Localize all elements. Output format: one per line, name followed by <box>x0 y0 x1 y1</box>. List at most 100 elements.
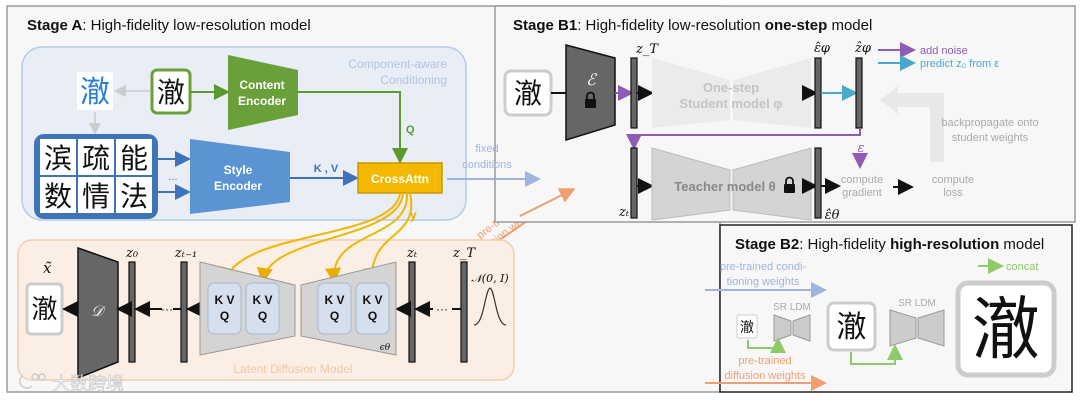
small-char-box <box>736 314 758 339</box>
gaussian-curve-icon <box>473 287 507 326</box>
concat-arrow-1 <box>747 337 786 353</box>
compute-gradient-2: gradient <box>842 187 882 199</box>
style-char: 能 <box>120 142 148 175</box>
content-char: 澈 <box>157 76 185 109</box>
dots-right: ··· <box>436 302 448 316</box>
style-encoder-label-1: Style <box>224 163 253 177</box>
crossattn-block <box>357 162 443 194</box>
teacher-label: Teacher model θ <box>674 179 775 194</box>
kv-text: K V <box>252 293 272 307</box>
compute-gradient-1: compute <box>841 174 883 186</box>
kv-text: K V <box>214 293 234 307</box>
output-char: 澈 <box>31 295 57 325</box>
z0-bar <box>128 261 136 363</box>
backprop-arrow <box>896 93 944 162</box>
zT-bar <box>460 261 468 363</box>
teacher-model-right <box>732 147 812 221</box>
b1-input-char: 澈 <box>514 77 542 110</box>
dots-left: ··· <box>161 302 173 316</box>
eps-hat-theta-bar <box>814 147 822 219</box>
backprop-label-2: student weights <box>952 132 1029 144</box>
small-char: 澈 <box>740 320 754 336</box>
b1-encoder-label: ℰ <box>586 70 598 89</box>
z-hat-phi-label: ẑφ <box>854 41 872 56</box>
z0-label: z₀ <box>125 246 139 261</box>
y-label: y <box>410 208 417 222</box>
conditioning-label-2: Conditioning <box>380 73 447 87</box>
style-char: 疏 <box>82 142 110 175</box>
zT-label: z_T <box>452 246 476 261</box>
lock-icon <box>585 91 596 108</box>
eps-hat-phi-label: ε̂φ <box>814 41 831 56</box>
style-chars: 滨 疏 能 数 情 法 <box>40 139 152 213</box>
cond-weights-label-1: pre-trained condi- <box>720 261 807 273</box>
arrow-pretrained-diffusion-end <box>519 188 576 217</box>
compute-loss-1: compute <box>932 174 974 186</box>
z-t-minus-1-label: zₜ₋₁ <box>174 246 197 261</box>
kv-text: K V <box>324 293 344 307</box>
arrow-q <box>298 91 408 164</box>
decoder <box>77 246 119 380</box>
compute-loss-2: loss <box>943 187 963 199</box>
noise-distribution-label: 𝒩(0, I) <box>471 272 508 285</box>
kv-text: K V <box>362 293 382 307</box>
backprop-arrowhead <box>880 86 898 114</box>
diff-weights-label-2: diffusion weights <box>724 370 806 382</box>
style-encoder-label-2: Encoder <box>214 179 262 193</box>
z-t-minus-1-bar <box>180 261 188 363</box>
lock-icon <box>784 176 795 193</box>
q-text: Q <box>368 309 377 323</box>
ldm-label: Latent Diffusion Model <box>233 362 352 376</box>
stage-a-title: Stage A: High-fidelity low-resolution mo… <box>27 17 311 34</box>
eps-hat-theta-label: ε̂θ <box>825 208 840 223</box>
legend-add-noise: add noise <box>920 45 968 57</box>
sr-ldm-label-2: SR LDM <box>898 298 936 309</box>
hr-char-box <box>955 280 1057 378</box>
hr-char: 澈 <box>972 291 1040 370</box>
student-label-2: Student model φ <box>679 96 782 111</box>
x-tilde-label: x̃ <box>43 259 52 277</box>
eps-hat-phi-bar <box>814 57 822 129</box>
watermark: 大数跨境 <box>52 374 124 395</box>
crossattn-label: CrossAttn <box>371 172 429 186</box>
b1-zT-bar <box>630 57 638 129</box>
watermark-logo-icon <box>19 373 46 389</box>
style-encoder <box>190 139 290 214</box>
content-encoder-label-1: Content <box>239 78 284 92</box>
sr-ldm-1-left <box>773 314 792 342</box>
component-char-box <box>77 72 113 110</box>
eps-label: ε <box>858 141 865 156</box>
style-char: 数 <box>44 180 72 213</box>
b1-zt-label: zₜ <box>618 205 630 220</box>
sr-ldm-2-right <box>917 309 945 347</box>
concat-arrow-2 <box>850 344 903 365</box>
b1-zt-bar <box>630 147 638 219</box>
q-label: Q <box>406 124 415 136</box>
zt-label: zₜ <box>406 246 418 261</box>
sr-ldm-2-left <box>889 309 917 347</box>
content-encoder-label-2: Encoder <box>238 94 286 108</box>
crossattn-connections <box>221 192 413 284</box>
student-model-right <box>733 58 811 128</box>
backprop-label-1: backpropagate onto <box>941 117 1038 129</box>
fixed-conditions-label-1: fixed <box>475 143 498 155</box>
style-char: 滨 <box>44 142 72 175</box>
legend-concat: concat <box>1006 261 1038 273</box>
cond-weights-label-2: tioning weights <box>727 276 800 288</box>
zt-bar <box>408 261 416 363</box>
conditioning-label-1: Component-aware <box>348 57 447 71</box>
q-text: Q <box>330 309 339 323</box>
student-label-1: One-step <box>703 80 759 95</box>
teacher-model-left <box>651 147 731 221</box>
legend-predict: predict z₀ from ε <box>920 58 999 70</box>
student-model-left <box>652 58 730 128</box>
b1-zT-label: z_T <box>635 42 659 57</box>
decoder-label: 𝒟 <box>91 302 106 320</box>
q-text: Q <box>258 309 267 323</box>
style-char: 法 <box>120 180 148 213</box>
diff-weights-label-1: pre-trained <box>738 355 791 367</box>
attention-blocks: K V Q K V Q K V Q K V Q <box>207 282 390 335</box>
stage-b1-title: Stage B1: High-fidelity low-resolution o… <box>513 17 872 34</box>
sr-ldm-1-right <box>792 314 811 342</box>
arrow-add-noise-loop <box>626 128 861 150</box>
